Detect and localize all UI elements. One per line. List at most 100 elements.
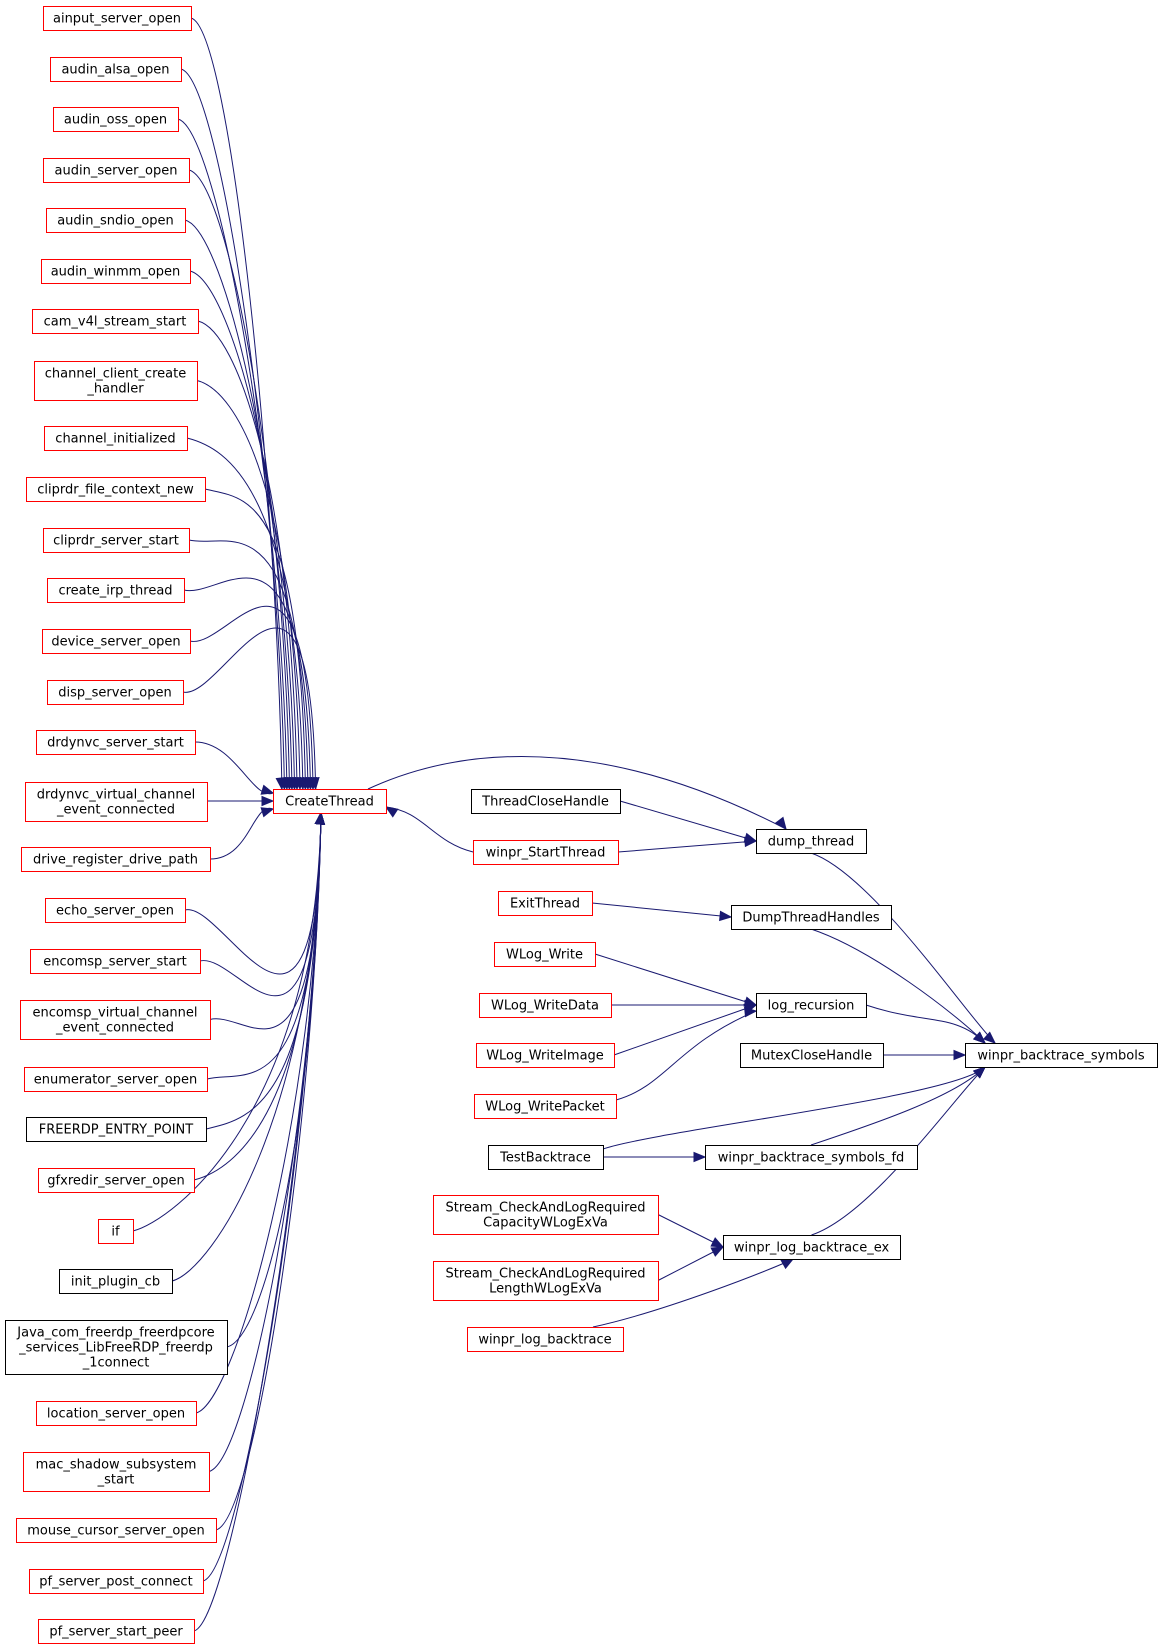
node-label[interactable]: ainput_server_open	[53, 12, 181, 27]
node-label[interactable]: winpr_log_backtrace	[478, 1333, 611, 1348]
node-label[interactable]: cliprdr_server_start	[53, 534, 179, 549]
node-box[interactable]	[50, 57, 182, 82]
node-box[interactable]	[498, 891, 593, 916]
node-box[interactable]	[21, 847, 211, 872]
node-label[interactable]: channel_initialized	[55, 432, 175, 447]
node-label[interactable]: enumerator_server_open	[34, 1073, 197, 1088]
node-encomsp-virtual-channel-event-connected[interactable]: encomsp_virtual_channel_event_connected	[20, 1000, 211, 1040]
node-threadclosehandle[interactable]: ThreadCloseHandle	[471, 789, 621, 814]
node-label[interactable]: WLog_WritePacket	[485, 1100, 604, 1115]
node-audin-winmm-open[interactable]: audin_winmm_open	[41, 259, 191, 284]
node-label[interactable]: CapacityWLogExVa	[483, 1216, 608, 1231]
node-box[interactable]	[24, 1067, 208, 1092]
node-box[interactable]	[494, 942, 596, 967]
node-box[interactable]	[26, 1117, 207, 1142]
node-drdynvc-server-start[interactable]: drdynvc_server_start	[36, 730, 196, 755]
node-label[interactable]: TestBacktrace	[499, 1151, 591, 1166]
node-location-server-open[interactable]: location_server_open	[36, 1401, 197, 1426]
node-box[interactable]	[467, 1327, 624, 1352]
node-label[interactable]: cliprdr_file_context_new	[37, 483, 194, 498]
node-audin-sndio-open[interactable]: audin_sndio_open	[46, 208, 186, 233]
node-box[interactable]	[723, 1235, 901, 1260]
node-stream-checkcapacity[interactable]: Stream_CheckAndLogRequiredCapacityWLogEx…	[433, 1195, 659, 1235]
node-cam-v4l-stream-start[interactable]: cam_v4l_stream_start	[32, 309, 199, 334]
node-box[interactable]	[471, 789, 621, 814]
node-label[interactable]: winpr_log_backtrace_ex	[734, 1241, 890, 1256]
node-box[interactable]	[273, 789, 387, 814]
node-box[interactable]	[474, 1094, 617, 1119]
node-label[interactable]: encomsp_virtual_channel	[32, 1006, 197, 1021]
node-label[interactable]: _event_connected	[56, 803, 175, 818]
node-label[interactable]: log_recursion	[768, 999, 855, 1014]
node-label[interactable]: gfxredir_server_open	[47, 1174, 184, 1189]
node-createthread[interactable]: CreateThread	[273, 789, 387, 814]
node-label[interactable]: pf_server_start_peer	[49, 1625, 183, 1640]
node-device-server-open[interactable]: device_server_open	[42, 629, 191, 654]
node-label[interactable]: init_plugin_cb	[71, 1275, 160, 1290]
node-box[interactable]	[433, 1261, 659, 1301]
node-box[interactable]	[476, 1043, 615, 1068]
node-label[interactable]: location_server_open	[47, 1407, 185, 1422]
node-box[interactable]	[38, 1168, 195, 1193]
node-box[interactable]	[43, 158, 190, 183]
node-enumerator-server-open[interactable]: enumerator_server_open	[24, 1067, 208, 1092]
node-label[interactable]: drdynvc_server_start	[47, 736, 184, 751]
node-winpr-startthread[interactable]: winpr_StartThread	[473, 840, 619, 865]
node-label[interactable]: audin_server_open	[55, 164, 178, 179]
node-box[interactable]	[45, 898, 186, 923]
node-box[interactable]	[433, 1195, 659, 1235]
node-label[interactable]: winpr_StartThread	[486, 846, 606, 861]
node-box[interactable]	[98, 1219, 134, 1244]
node-box[interactable]	[756, 993, 867, 1018]
node-box[interactable]	[36, 1401, 197, 1426]
node-label[interactable]: mac_shadow_subsystem	[36, 1458, 197, 1473]
node-drive-register-drive-path[interactable]: drive_register_drive_path	[21, 847, 211, 872]
node-wlog-writepacket[interactable]: WLog_WritePacket	[474, 1094, 617, 1119]
node-label[interactable]: Java_com_freerdp_freerdpcore	[16, 1326, 214, 1341]
node-label[interactable]: mouse_cursor_server_open	[27, 1524, 205, 1539]
node-gfxredir-server-open[interactable]: gfxredir_server_open	[38, 1168, 195, 1193]
node-disp-server-open[interactable]: disp_server_open	[47, 680, 184, 705]
node-dump-thread[interactable]: dump_thread	[756, 829, 867, 854]
node-echo-server-open[interactable]: echo_server_open	[45, 898, 186, 923]
node-box[interactable]	[23, 1452, 210, 1492]
node-label[interactable]: Stream_CheckAndLogRequired	[446, 1201, 646, 1216]
node-label[interactable]: ThreadCloseHandle	[481, 795, 609, 810]
node-mutexclosehandle[interactable]: MutexCloseHandle	[740, 1043, 884, 1068]
node-box[interactable]	[731, 905, 892, 930]
node-winpr-backtrace-symbols[interactable]: winpr_backtrace_symbols	[965, 1043, 1158, 1068]
node-label[interactable]: _services_LibFreeRDP_freerdp	[18, 1341, 213, 1356]
node-box[interactable]	[29, 1569, 204, 1594]
node-box[interactable]	[36, 730, 196, 755]
node-label[interactable]: pf_server_post_connect	[39, 1575, 192, 1590]
node-encomsp-server-start[interactable]: encomsp_server_start	[30, 949, 201, 974]
node-label[interactable]: ExitThread	[510, 897, 580, 912]
node-box[interactable]	[756, 829, 867, 854]
node-label[interactable]: winpr_backtrace_symbols	[977, 1049, 1144, 1064]
node-java-connect[interactable]: Java_com_freerdp_freerdpcore_services_Li…	[5, 1320, 228, 1375]
node-winpr-backtrace-symbols-fd[interactable]: winpr_backtrace_symbols_fd	[705, 1145, 918, 1170]
node-box[interactable]	[46, 208, 186, 233]
node-box[interactable]	[41, 259, 191, 284]
node-pf-server-start-peer[interactable]: pf_server_start_peer	[38, 1619, 195, 1644]
node-box[interactable]	[32, 309, 199, 334]
node-audin-server-open[interactable]: audin_server_open	[43, 158, 190, 183]
node-cliprdr-server-start[interactable]: cliprdr_server_start	[43, 528, 190, 553]
node-label[interactable]: audin_oss_open	[64, 113, 167, 128]
node-freerdp-entry-point[interactable]: FREERDP_ENTRY_POINT	[26, 1117, 207, 1142]
node-label[interactable]: cam_v4l_stream_start	[44, 315, 187, 330]
node-audin-oss-open[interactable]: audin_oss_open	[53, 107, 179, 132]
node-box[interactable]	[705, 1145, 918, 1170]
node-label[interactable]: drdynvc_virtual_channel	[37, 788, 195, 803]
node-box[interactable]	[34, 361, 198, 401]
node-box[interactable]	[47, 578, 185, 603]
node-mac-shadow-subsystem-start[interactable]: mac_shadow_subsystem_start	[23, 1452, 210, 1492]
node-box[interactable]	[59, 1269, 173, 1294]
node-box[interactable]	[5, 1320, 228, 1375]
node-box[interactable]	[38, 1619, 195, 1644]
node-wlog-writeimage[interactable]: WLog_WriteImage	[476, 1043, 615, 1068]
node-label[interactable]: winpr_backtrace_symbols_fd	[718, 1151, 905, 1166]
node-label[interactable]: LengthWLogExVa	[489, 1282, 602, 1297]
node-box[interactable]	[26, 477, 206, 502]
node-mouse-cursor-server-open[interactable]: mouse_cursor_server_open	[16, 1518, 217, 1543]
